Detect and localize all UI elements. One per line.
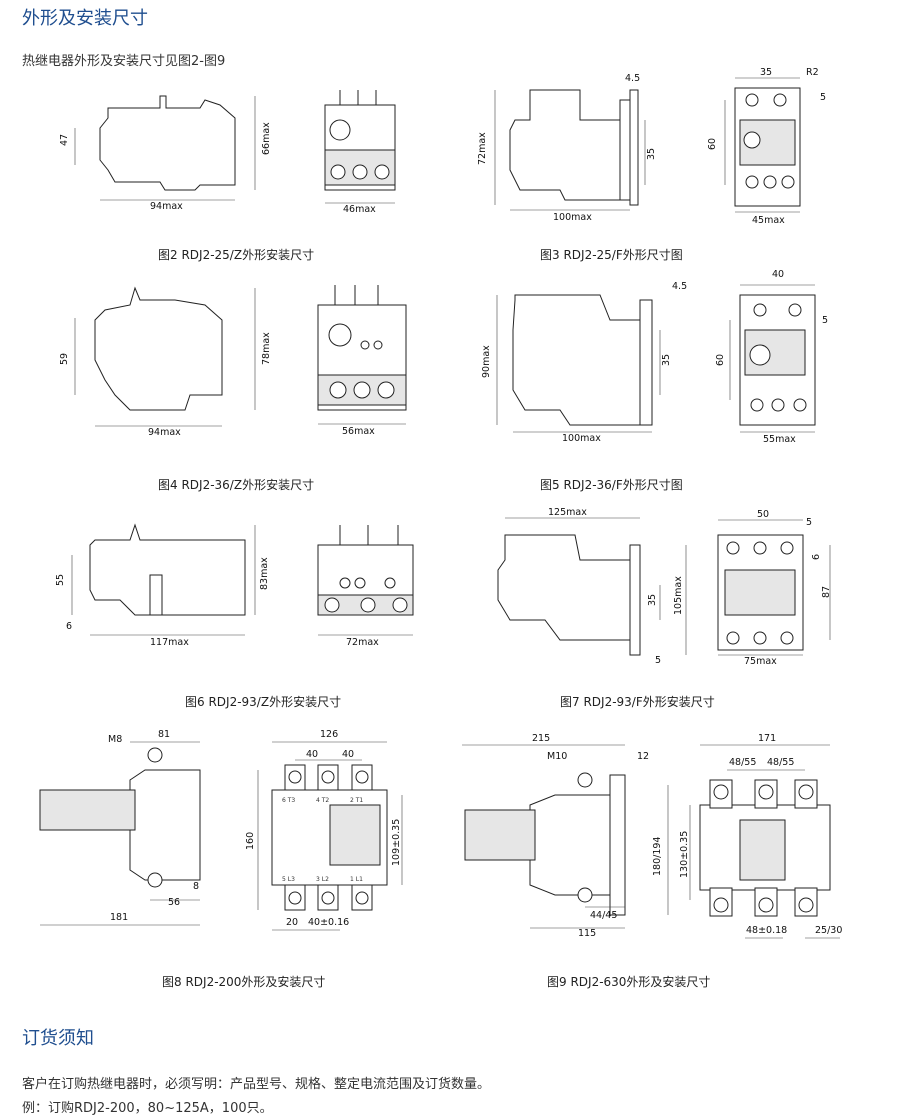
- fig7-front-view: [717, 519, 831, 656]
- dim-label: 160: [245, 831, 256, 850]
- dim-label: 50: [757, 509, 770, 520]
- dim-label: 35: [760, 67, 773, 78]
- fig8-front-view: [257, 741, 403, 931]
- dim-label: 48/55: [729, 757, 757, 768]
- fig4-front-view: [317, 285, 407, 425]
- dim-label: 90max: [481, 345, 492, 378]
- dim-label: 5: [822, 315, 829, 326]
- dim-label: 130±0.35: [679, 830, 690, 878]
- order-title: 订货须知: [22, 1028, 94, 1049]
- dim-label: 94max: [150, 201, 183, 212]
- order-line-1: 客户在订购热继电器时，必须写明：产品型号、规格、整定电流范围及订货数量。: [22, 1077, 491, 1092]
- dim-label: 48±0.18: [746, 925, 788, 936]
- figure-caption: 图2 RDJ2-25/Z外形安装尺寸: [158, 248, 315, 262]
- figure-caption: 图9 RDJ2-630外形及安装尺寸: [547, 975, 711, 989]
- terminal-label: 4 T2: [316, 797, 330, 804]
- fig2-side-view: [74, 95, 256, 201]
- dim-label: 35: [646, 147, 657, 160]
- dim-label: 5: [655, 655, 662, 666]
- fig2-front-view: [324, 90, 396, 204]
- dim-label: 83max: [259, 557, 270, 590]
- section-title: 外形及安装尺寸: [22, 8, 148, 29]
- dim-label: 181: [110, 912, 129, 923]
- fig7-side-view: [497, 517, 687, 656]
- dim-label: 59: [59, 352, 70, 365]
- dim-label: 81: [158, 729, 171, 740]
- fig5-front-view: [729, 284, 816, 433]
- dim-label: 72max: [477, 132, 488, 165]
- dim-label: 105max: [673, 576, 684, 615]
- dim-label: 4.5: [625, 73, 641, 84]
- figure-caption: 图7 RDJ2-93/F外形安装尺寸: [560, 695, 715, 709]
- dim-label: 47: [59, 133, 70, 146]
- dim-label: 55max: [763, 434, 796, 445]
- dim-label: 40: [306, 749, 319, 760]
- figure-caption: 图3 RDJ2-25/F外形尺寸图: [540, 248, 683, 262]
- dim-label: 8: [193, 881, 200, 892]
- figure-caption: 图4 RDJ2-36/Z外形安装尺寸: [158, 478, 315, 492]
- dim-label: 94max: [148, 427, 181, 438]
- dim-label: 48/55: [767, 757, 795, 768]
- dim-label: 44/45: [590, 910, 618, 921]
- dim-label: 40: [772, 269, 785, 280]
- terminal-label: 5 L3: [282, 876, 295, 883]
- dim-label: 100max: [553, 212, 592, 223]
- dim-label: 45max: [752, 215, 785, 226]
- dim-label: 5: [820, 92, 827, 103]
- dim-label: 35: [661, 353, 672, 366]
- dim-label: 60: [707, 137, 718, 150]
- dim-label: 5: [806, 517, 813, 528]
- dim-label: 46max: [343, 204, 376, 215]
- dim-label: 56max: [342, 426, 375, 437]
- dim-label: 55: [55, 573, 66, 586]
- order-line-2: 例：订购RDJ2-200，80~125A，100只。: [22, 1101, 273, 1116]
- dim-label: 6: [811, 553, 822, 560]
- dim-label: 12: [637, 751, 650, 762]
- fig6-side-view: [71, 523, 256, 636]
- fig6-front-view: [317, 525, 414, 636]
- dim-label: 25/30: [815, 925, 843, 936]
- figure-caption: 图5 RDJ2-36/F外形尺寸图: [540, 478, 683, 492]
- dim-label: 75max: [744, 656, 777, 667]
- dim-label: M8: [108, 734, 123, 745]
- fig3-side-view: [494, 89, 646, 211]
- fig8-side-view: [39, 741, 201, 926]
- dim-label: 109±0.35: [391, 818, 402, 866]
- dim-label: 40±0.16: [308, 917, 350, 928]
- dim-label: 171: [758, 733, 777, 744]
- dim-label: 56: [168, 897, 181, 908]
- terminal-label: 2 T1: [350, 797, 364, 804]
- dim-label: 87: [821, 585, 832, 598]
- figure-caption: 图8 RDJ2-200外形及安装尺寸: [162, 975, 326, 989]
- figure-caption: 图6 RDJ2-93/Z外形安装尺寸: [185, 695, 342, 709]
- dim-label: 180/194: [652, 836, 663, 876]
- dim-label: 117max: [150, 637, 189, 648]
- dim-label: 35: [647, 593, 658, 606]
- dim-label: 78max: [261, 332, 272, 365]
- dim-label: 126: [320, 729, 339, 740]
- dim-label: 20: [286, 917, 299, 928]
- fig5-side-view: [496, 294, 661, 433]
- dim-label: 72max: [346, 637, 379, 648]
- dim-label: 100max: [562, 433, 601, 444]
- fig9-front-view: [667, 744, 840, 939]
- dim-label: 60: [715, 353, 726, 366]
- dim-label: 66max: [261, 122, 272, 155]
- dim-label: 125max: [548, 507, 587, 518]
- dim-label: 115: [578, 928, 597, 939]
- dim-label: 6: [66, 621, 73, 632]
- dim-label: R2: [806, 67, 819, 78]
- fig4-side-view: [74, 286, 256, 427]
- terminal-label: 3 L2: [316, 876, 329, 883]
- dim-label: 215: [532, 733, 551, 744]
- dim-label: 4.5: [672, 281, 688, 292]
- fig9-side-view: [462, 744, 626, 929]
- intro-text: 热继电器外形及安装尺寸见图2-图9: [22, 54, 226, 69]
- dim-label: M10: [547, 751, 568, 762]
- fig3-front-view: [724, 77, 801, 213]
- terminal-label: 1 L1: [350, 876, 363, 883]
- dim-label: 40: [342, 749, 355, 760]
- terminal-label: 6 T3: [282, 797, 296, 804]
